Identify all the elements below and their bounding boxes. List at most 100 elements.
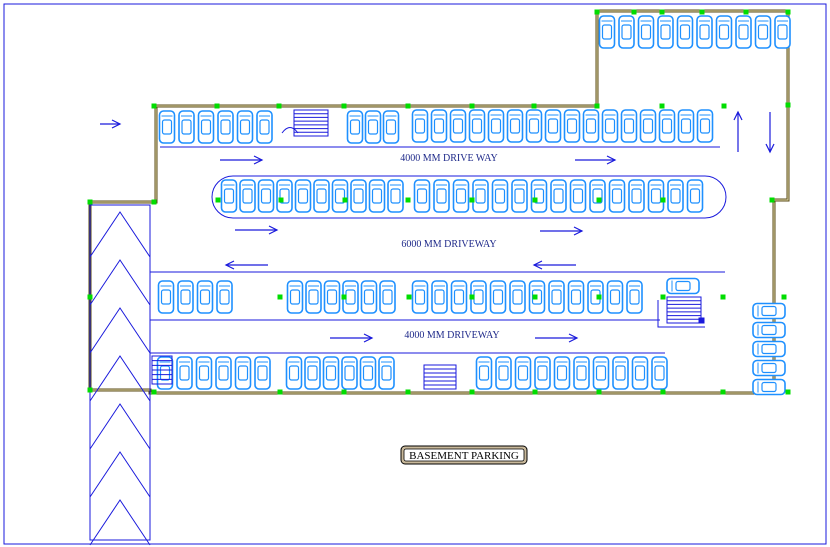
car-stall [286, 280, 304, 314]
car-stall [346, 110, 364, 144]
car-stall [606, 280, 624, 314]
car-stall [495, 356, 512, 390]
car-stall [430, 109, 448, 143]
car-stall [431, 280, 448, 314]
car-stall [563, 109, 581, 143]
car-stall [313, 179, 330, 213]
column-node [87, 387, 93, 393]
car-stall [592, 356, 610, 390]
car-stall [589, 179, 606, 213]
drawing-frame [3, 3, 827, 545]
car-stall [379, 280, 396, 314]
car-stall [331, 179, 349, 213]
column-node [659, 103, 665, 109]
direction-arrow [765, 112, 775, 154]
car-stall [216, 280, 233, 314]
car-stall [696, 109, 714, 143]
car-stall [220, 179, 238, 213]
car-stall [387, 179, 404, 213]
car-stall [254, 356, 271, 390]
column-node [532, 389, 538, 395]
middle-driveway-label: 6000 MM DRIVEWAY [401, 239, 496, 250]
car-stall [651, 356, 668, 390]
column-node [596, 389, 602, 395]
column-node [659, 9, 665, 15]
car-stall [178, 110, 195, 144]
car-stall [234, 356, 252, 390]
column-node [532, 294, 538, 300]
column-node [660, 294, 666, 300]
column-node [469, 103, 475, 109]
entry-ramp [89, 204, 151, 546]
car-stall [548, 280, 565, 314]
car-stall [626, 280, 643, 314]
column-node [720, 389, 726, 395]
staircase [151, 355, 173, 385]
direction-arrow [532, 260, 576, 270]
car-stall [236, 110, 254, 144]
car-stall [452, 179, 470, 213]
car-stall [449, 109, 467, 143]
car-stall [341, 356, 358, 390]
car-stall [666, 277, 700, 295]
car-stall [601, 109, 619, 143]
column-node [594, 9, 600, 15]
car-stall [239, 179, 256, 213]
car-stall [514, 356, 532, 390]
column-node [469, 197, 475, 203]
car-stall [752, 321, 786, 339]
car-stall [553, 356, 571, 390]
car-stall [628, 179, 645, 213]
car-stall [368, 179, 386, 213]
car-stall [217, 110, 234, 144]
car-stall [382, 110, 400, 144]
car-stall [158, 110, 176, 144]
car-stall [569, 179, 587, 213]
car-stall [637, 15, 655, 49]
car-stall [433, 179, 450, 213]
column-node [785, 389, 791, 395]
column-node [532, 197, 538, 203]
column-node [151, 103, 157, 109]
car-stall [364, 110, 382, 144]
car-stall [489, 280, 507, 314]
column-node [469, 294, 475, 300]
car-stall [322, 356, 340, 390]
direction-arrow [330, 333, 374, 343]
car-stall [411, 280, 429, 314]
car-stall [276, 179, 293, 213]
car-stall [511, 179, 528, 213]
bottom-driveway-label: 4000 MM DRIVEWAY [404, 330, 499, 341]
staircase [423, 364, 457, 390]
car-stall [196, 280, 214, 314]
car-stall [468, 109, 486, 143]
car-stall [752, 378, 786, 396]
car-stall [647, 179, 665, 213]
car-stall [715, 15, 733, 49]
column-node [405, 389, 411, 395]
column-node [785, 102, 791, 108]
title-badge: BASEMENT PARKING [400, 445, 528, 465]
column-node [405, 197, 411, 203]
car-stall [667, 179, 684, 213]
column-node [785, 9, 791, 15]
car-stall [197, 110, 215, 144]
column-node [87, 199, 93, 205]
column-node [594, 103, 600, 109]
column-node [469, 389, 475, 395]
column-nodes [87, 9, 791, 395]
car-stall [487, 109, 505, 143]
column-node [406, 294, 412, 300]
column-node [342, 197, 348, 203]
car-stall [176, 356, 193, 390]
parking-stalls [156, 15, 791, 396]
direction-arrow [100, 119, 122, 129]
car-stall [285, 356, 303, 390]
car-stall [411, 109, 429, 143]
column-node [215, 197, 221, 203]
column-node [699, 9, 705, 15]
direction-arrow [535, 333, 579, 343]
car-stall [323, 280, 341, 314]
column-node [341, 103, 347, 109]
car-stall [754, 15, 772, 49]
